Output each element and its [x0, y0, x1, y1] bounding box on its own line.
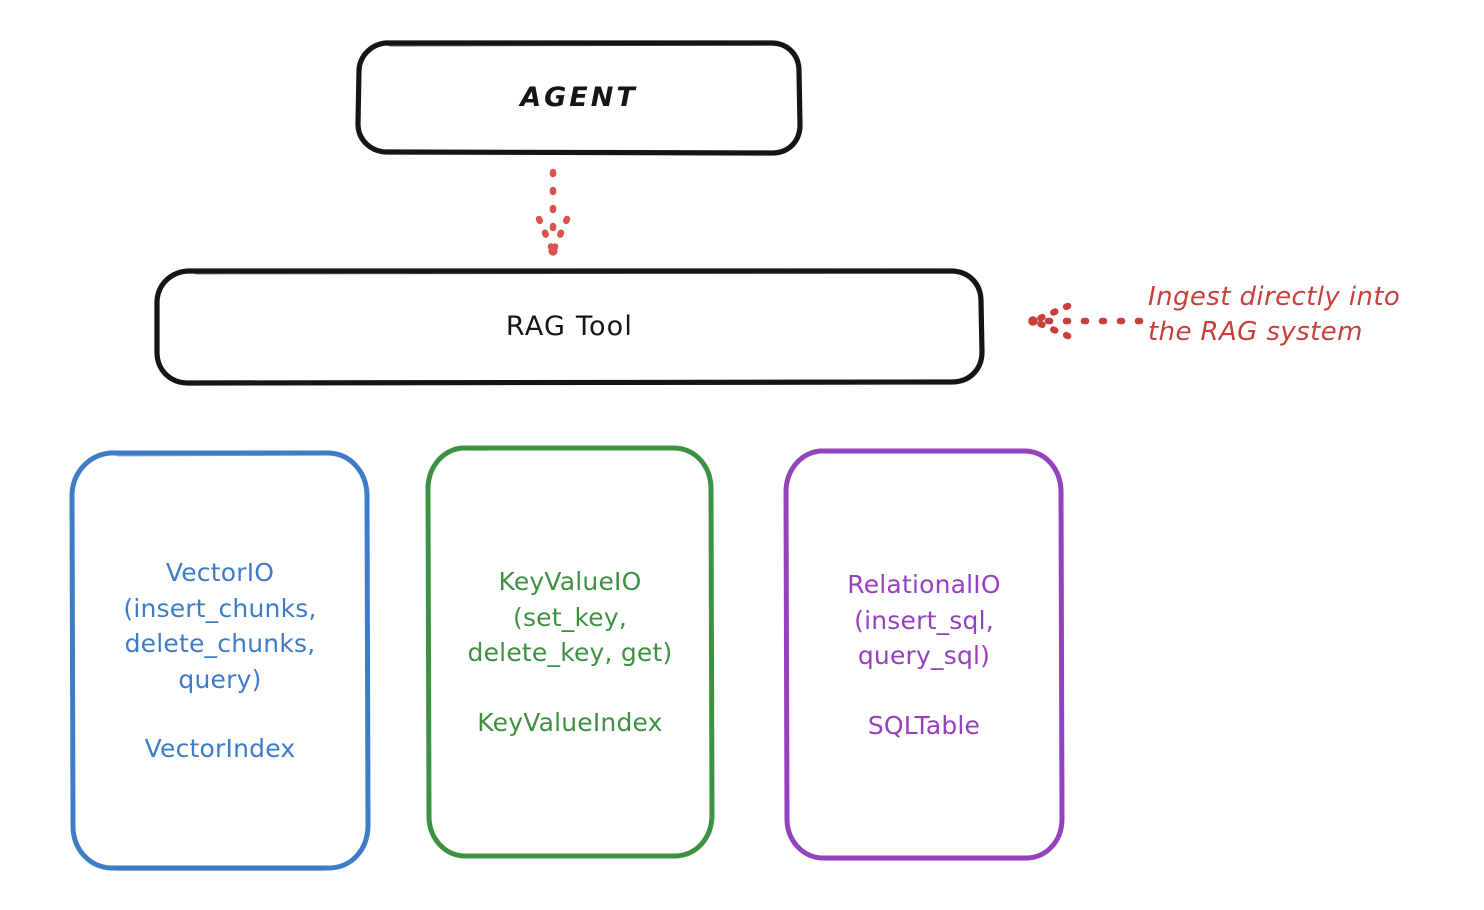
- rag-tool-node-label: RAG Tool: [505, 311, 634, 343]
- key-value-io-node[interactable]: KeyValueIO (set_key, delete_key, get) Ke…: [428, 447, 712, 857]
- agent-node-label: AGENT: [520, 82, 638, 114]
- keyvalueio-box-overdraw: [468, 446, 670, 451]
- vectorio-box-overdraw: [116, 452, 324, 457]
- agent-to-ragtool-connector: [535, 168, 571, 256]
- rag-tool-node[interactable]: RAG Tool: [157, 270, 982, 384]
- vector-io-node[interactable]: VectorIO (insert_chunks, delete_chunks, …: [72, 452, 368, 870]
- relational-io-api-label: RelationalIO (insert_sql, query_sql): [847, 570, 1001, 670]
- agent-box-outline-overdraw: [388, 42, 768, 47]
- ragtool-box-outline-overdraw: [194, 270, 946, 275]
- ingest-annotation: Ingest directly into the RAG system: [1148, 280, 1478, 350]
- vector-io-entity-label: VectorIndex: [144, 734, 296, 764]
- ragtool-box-outline: [154, 268, 985, 386]
- ingest-annotation-text: Ingest directly into the RAG system: [1148, 282, 1401, 348]
- agent-node[interactable]: AGENT: [358, 42, 800, 154]
- ingest-arrow-icon: [1028, 302, 1144, 340]
- key-value-io-content: KeyValueIO (set_key, delete_key, get) Ke…: [468, 564, 673, 740]
- relationalio-box-overdraw: [826, 449, 1020, 454]
- key-value-io-api-label: KeyValueIO (set_key, delete_key, get): [467, 567, 673, 667]
- agent-box-outline: [355, 40, 803, 156]
- relationalio-box-outline: [783, 448, 1065, 861]
- relational-io-entity-label: SQLTable: [867, 710, 981, 740]
- vector-io-content: VectorIO (insert_chunks, delete_chunks, …: [123, 555, 316, 767]
- relational-io-content: RelationalIO (insert_sql, query_sql) SQL…: [847, 567, 1001, 743]
- vectorio-box-outline: [69, 450, 371, 871]
- keyvalueio-box-outline: [425, 445, 715, 859]
- relational-io-node[interactable]: RelationalIO (insert_sql, query_sql) SQL…: [786, 450, 1062, 860]
- key-value-io-entity-label: KeyValueIndex: [477, 707, 663, 737]
- vector-io-api-label: VectorIO (insert_chunks, delete_chunks, …: [123, 558, 317, 694]
